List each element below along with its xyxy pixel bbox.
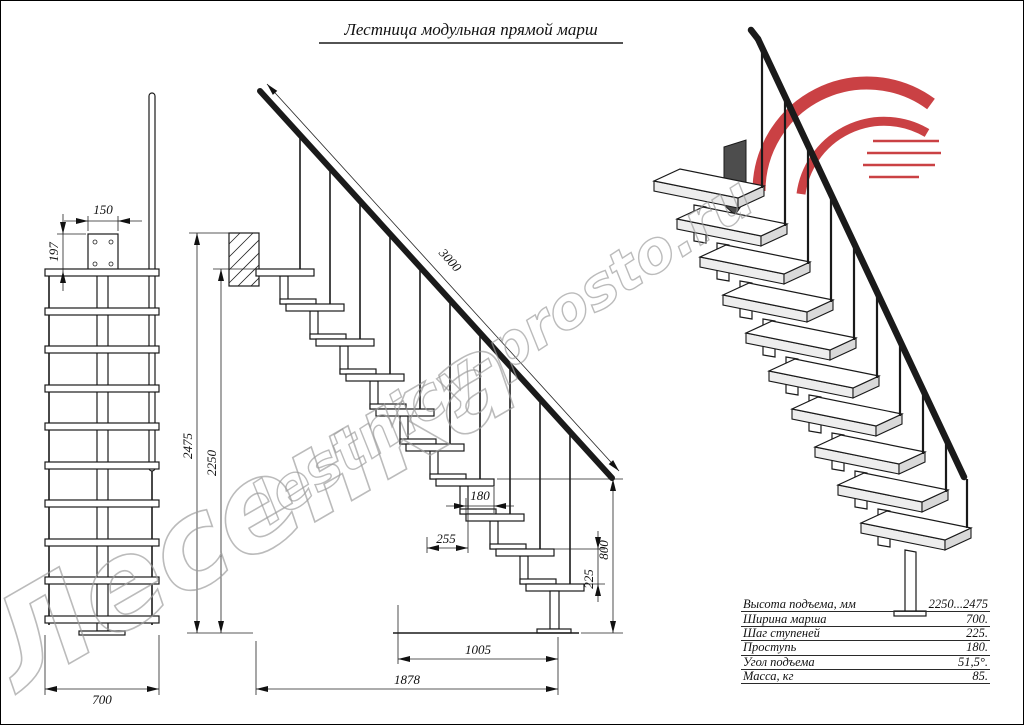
spec-value: 700. xyxy=(966,611,988,626)
svg-text:2250: 2250 xyxy=(204,450,219,477)
spec-row-width: Ширина марша 700. xyxy=(741,611,990,627)
dim-flight-width: 700 xyxy=(44,635,160,707)
svg-text:180: 180 xyxy=(470,488,490,503)
spec-label: Проступь xyxy=(743,640,797,655)
side-bottom-support xyxy=(393,590,579,634)
svg-text:150: 150 xyxy=(93,202,113,217)
front-wall-bracket xyxy=(87,233,119,275)
spec-row-angle: Угол подъема 51,5°. xyxy=(741,654,990,670)
svg-text:3000: 3000 xyxy=(435,245,465,275)
dim-total-height: 2475 xyxy=(180,232,253,634)
spec-value: 51,5°. xyxy=(958,654,988,669)
page-title: Лестница модульная прямой марш xyxy=(343,20,597,39)
svg-text:225: 225 xyxy=(581,569,596,589)
iso-view xyxy=(652,26,973,617)
dim-tread-depth: 180 xyxy=(446,487,514,514)
spec-label: Масса, кг xyxy=(743,669,794,684)
dim-lower-run: 1005 xyxy=(397,605,559,695)
drawing-title: Лестница модульная прямой марш xyxy=(319,20,623,44)
spec-row-step: Шаг ступеней 225. xyxy=(741,626,990,642)
spec-label: Шаг ступеней xyxy=(743,626,820,641)
iso-balusters xyxy=(760,48,969,528)
spec-row-height: Высота подъема, мм 2250...2475 xyxy=(741,597,990,613)
spec-row-mass: Масса, кг 85. xyxy=(741,669,990,685)
dim-floor-height: 2250 xyxy=(204,268,256,633)
svg-text:255: 255 xyxy=(436,531,456,546)
spec-value: 180. xyxy=(966,640,988,655)
front-handrail xyxy=(148,92,156,472)
spec-value: 225. xyxy=(966,626,988,641)
spec-label: Ширина марша xyxy=(743,611,827,626)
iso-treads xyxy=(652,168,973,551)
svg-text:1878: 1878 xyxy=(394,672,421,687)
svg-text:2475: 2475 xyxy=(180,433,195,460)
side-view: 3000 2475 2250 180 255 xyxy=(180,83,623,695)
front-treads xyxy=(44,268,160,624)
front-foot-plate xyxy=(78,630,126,636)
iso-handrail xyxy=(747,26,968,481)
dim-bracket-offset: 197 xyxy=(46,214,86,291)
spec-label: Высота подъема, мм xyxy=(743,597,856,612)
spec-value: 85. xyxy=(972,669,988,684)
dim-total-run: 1878 xyxy=(255,641,558,695)
spec-table: Высота подъема, мм 2250...2475 Ширина ма… xyxy=(741,597,990,685)
spec-label: Угол подъема xyxy=(743,654,815,669)
front-view: 150 197 700 xyxy=(44,92,160,707)
dim-module-pitch: 255 xyxy=(426,491,469,553)
spec-value: 2250...2475 xyxy=(928,597,988,612)
side-wall-hatch xyxy=(228,232,260,287)
spec-row-tread: Проступь 180. xyxy=(741,640,990,656)
svg-text:197: 197 xyxy=(46,242,61,262)
dim-step-rise: 225 xyxy=(554,531,605,602)
watermark-site: lestnicy-prosto.ru xyxy=(239,163,765,537)
svg-text:700: 700 xyxy=(92,692,112,707)
svg-text:1005: 1005 xyxy=(465,642,492,657)
dim-bracket-width: 150 xyxy=(64,202,142,231)
